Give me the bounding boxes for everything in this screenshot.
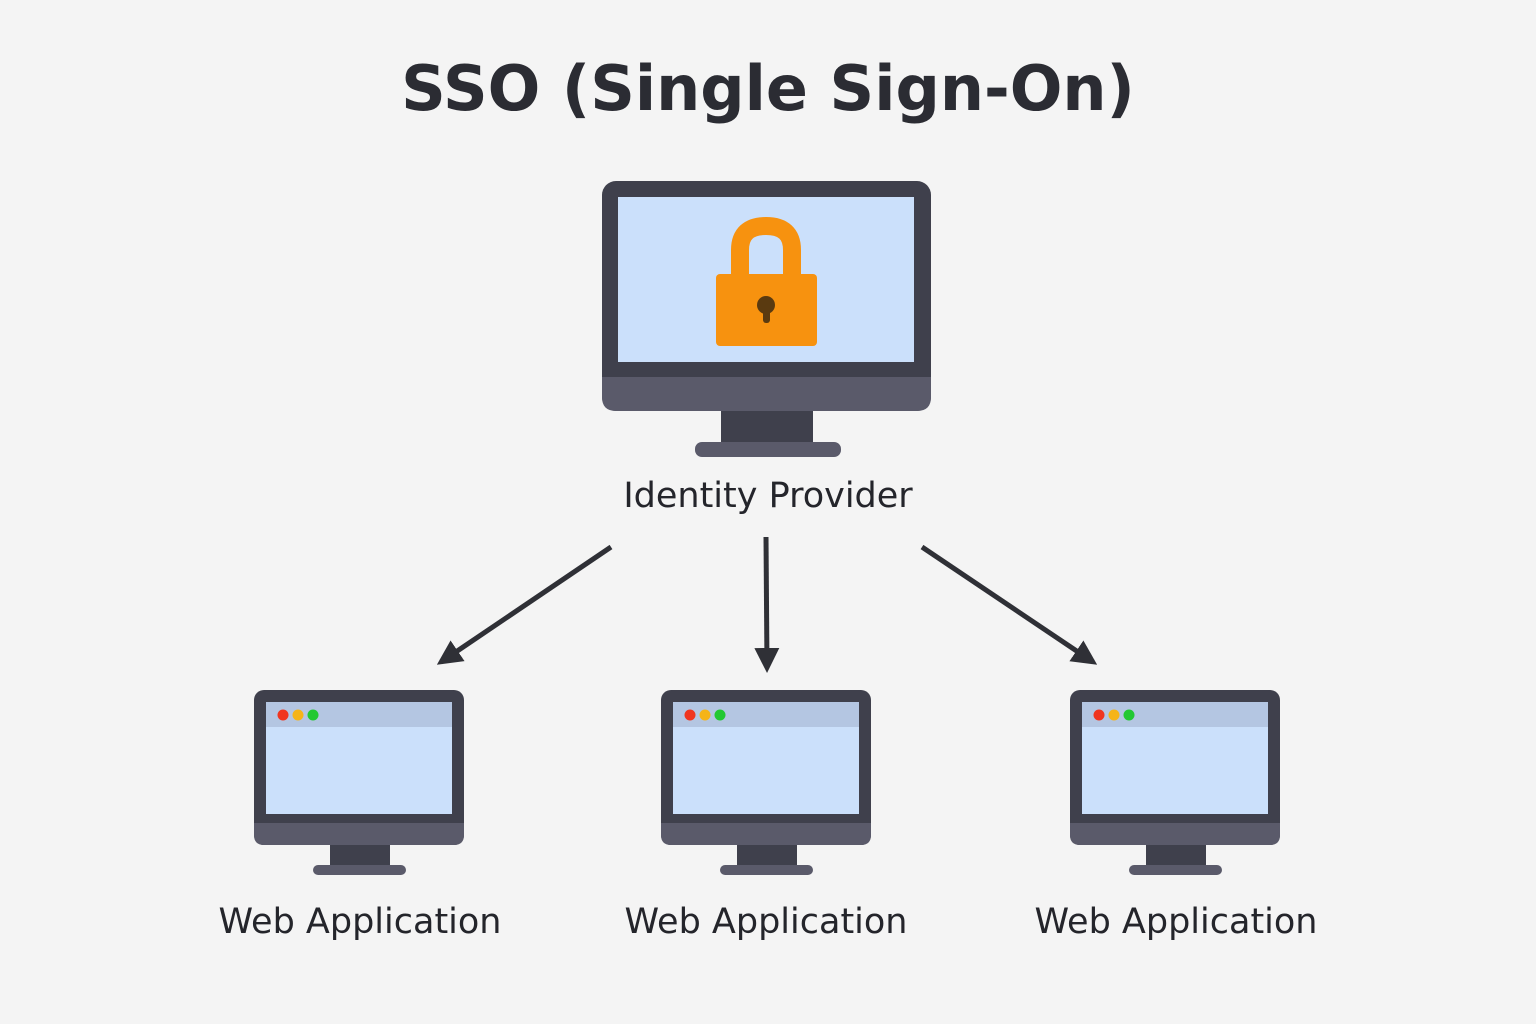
identity-provider-monitor xyxy=(602,181,931,457)
close-dot xyxy=(1093,709,1105,721)
maximize-dot xyxy=(714,709,726,721)
arrow-to-app-right xyxy=(920,544,1098,665)
web-application-label-1: Web Application xyxy=(624,902,908,942)
close-dot xyxy=(684,709,696,721)
web-app-monitor-2 xyxy=(1070,690,1280,875)
minimize-dot xyxy=(292,709,304,721)
arrows xyxy=(436,536,1098,673)
arrow-to-app-center xyxy=(754,536,780,673)
maximize-dot xyxy=(1123,709,1135,721)
monitor-base xyxy=(695,442,841,457)
minimize-dot xyxy=(699,709,711,721)
web-app-monitor-0 xyxy=(254,690,464,875)
maximize-dot xyxy=(307,709,319,721)
padlock-icon xyxy=(716,216,817,346)
web-application-label-2: Web Application xyxy=(1034,902,1318,942)
minimize-dot xyxy=(1108,709,1120,721)
close-dot xyxy=(277,709,289,721)
diagram-title: SSO (Single Sign-On) xyxy=(401,52,1135,125)
arrow-to-app-left xyxy=(436,544,613,665)
web-app-monitor-1 xyxy=(661,690,871,875)
monitor-neck xyxy=(721,411,813,444)
identity-provider-label: Identity Provider xyxy=(623,476,913,516)
web-application-label-0: Web Application xyxy=(218,902,502,942)
